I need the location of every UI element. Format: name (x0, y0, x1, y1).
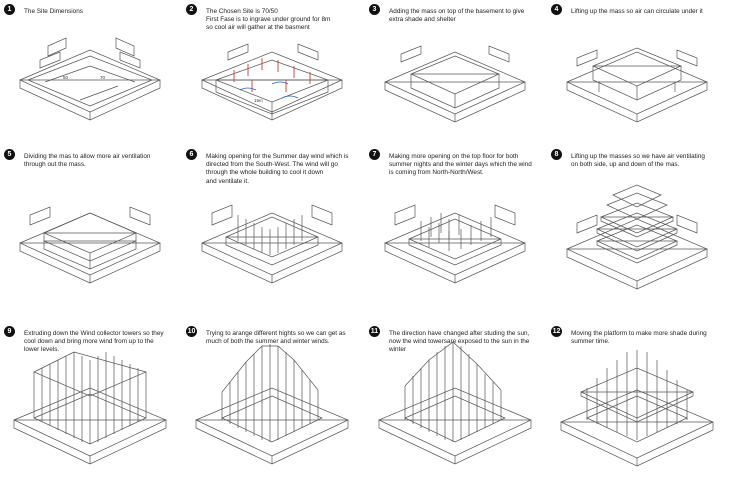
step-caption: Extruding down the Wind collector towers… (24, 330, 164, 354)
step-panel-12: 12 Moving the platform to make more shad… (547, 322, 729, 484)
site-dim-label-b: 70 (100, 75, 106, 80)
site-dim-label-a: 50 (63, 75, 69, 80)
step-caption: Dividing the mas to allow more air venti… (24, 153, 151, 169)
summer-wind-openings-diagram (182, 145, 364, 307)
top-floor-openings-diagram (365, 145, 547, 307)
step-number-badge: 3 (369, 4, 380, 15)
step-panel-9: 9 Extruding down the Wind collector towe… (0, 322, 182, 484)
mass-on-basement-diagram (365, 0, 547, 162)
step-caption: Moving the platform to make more shade d… (571, 330, 707, 346)
step-number-badge: 4 (551, 4, 562, 15)
step-panel-1: 1 The Site Dimensions 50 70 (0, 0, 182, 162)
step-number-badge: 7 (369, 149, 380, 160)
step-panel-11: 11 The direction have changed after stud… (365, 322, 547, 484)
step-number-badge: 2 (186, 4, 197, 15)
step-panel-5: 5 Dividing the mas to allow more air ven… (0, 145, 182, 307)
lifted-layers-diagram (547, 145, 729, 307)
step-number-badge: 12 (551, 326, 562, 337)
step-caption: Making more opening on the top floor for… (389, 153, 532, 177)
step-number-badge: 1 (4, 4, 15, 15)
depth-label: 15m (254, 98, 263, 103)
step-number-badge: 5 (4, 149, 15, 160)
divided-mass-diagram (0, 145, 182, 307)
step-caption: Making opening for the Summer day wind w… (206, 153, 349, 185)
lifted-mass-diagram (547, 0, 729, 162)
step-panel-4: 4 Lifting up the mass so air can circula… (547, 0, 729, 162)
step-caption: The Chosen Site is 70/50 First Fase is t… (206, 8, 331, 32)
step-caption: Lifting up the mass so air can circulate… (571, 8, 703, 15)
step-caption: The Site Dimensions (24, 8, 83, 15)
step-caption: Trying to arange different hights so we … (206, 330, 346, 346)
shading-platform-diagram (547, 322, 729, 487)
step-number-badge: 11 (369, 326, 380, 337)
step-panel-7: 7 Making more opening on the top floor f… (365, 145, 547, 307)
sun-exposed-towers-diagram (365, 341, 547, 487)
step-panel-6: 6 Making opening for the Summer day wind… (182, 145, 364, 307)
site-dimensions-diagram: 50 70 (0, 0, 182, 162)
step-caption: Adding the mass on top of the basement t… (389, 8, 525, 24)
step-panel-3: 3 Adding the mass on top of the basement… (365, 0, 547, 162)
step-panel-10: 10 Trying to arange different hights so … (182, 322, 364, 484)
step-caption: The direction have changed after studing… (389, 330, 530, 354)
step-number-badge: 8 (551, 149, 562, 160)
step-panel-8: 8 Lifting up the masses so we have air v… (547, 145, 729, 307)
step-panel-2: 2 The Chosen Site is 70/50 First Fase is… (182, 0, 364, 162)
step-number-badge: 6 (186, 149, 197, 160)
step-caption: Lifting up the masses so we have air ven… (571, 153, 705, 169)
excavation-diagram: 15m (182, 0, 364, 162)
wind-towers-diagram (0, 322, 182, 487)
step-number-badge: 10 (186, 326, 197, 337)
step-number-badge: 9 (4, 326, 15, 337)
varied-tower-heights-diagram (182, 322, 364, 487)
